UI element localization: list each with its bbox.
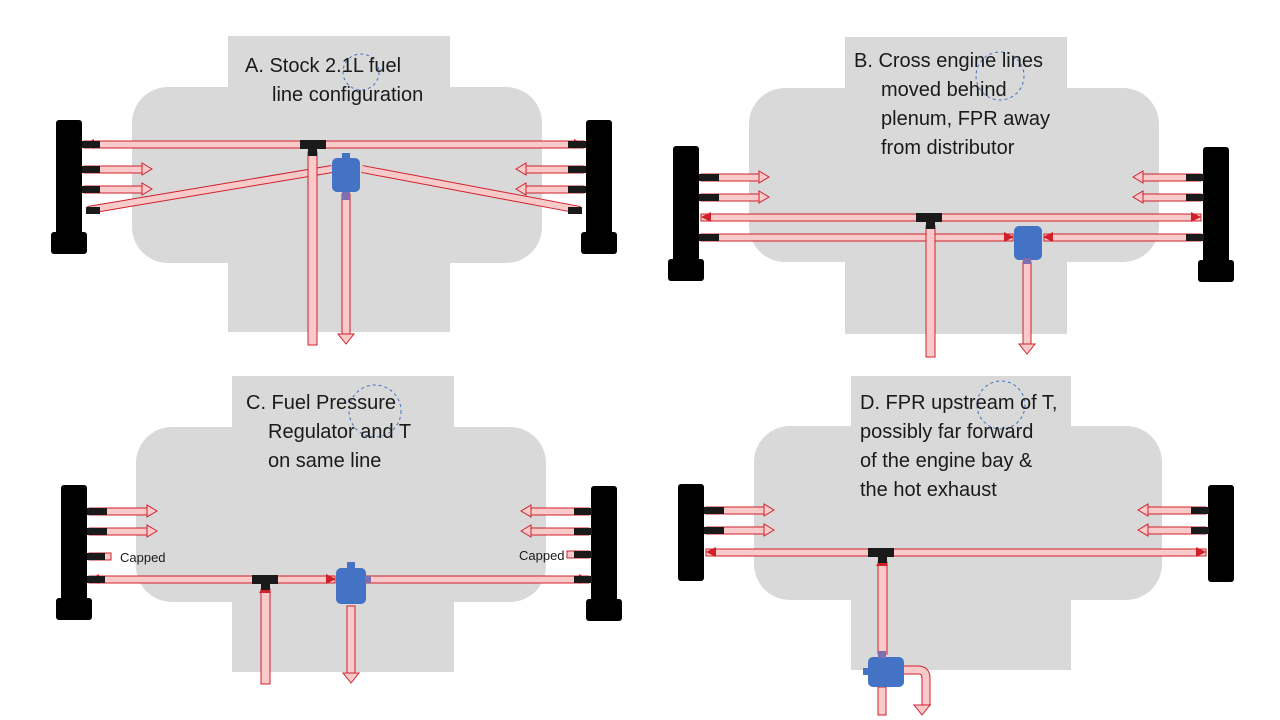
panel-c: C. Fuel Pressure Regulator and T on same… [56,376,622,685]
fuel-line [83,162,153,196]
fuel-line [705,547,1207,557]
fuel-line [83,140,585,149]
highlight-circle [975,51,1025,101]
fuel-line [307,151,318,346]
fpr-regulator [1014,226,1042,264]
title-line: line configuration [272,84,423,106]
title-line: moved behind [881,79,1007,101]
title-line: from distributor [881,137,1015,159]
fpr-regulator [863,651,904,687]
panel-a: A. Stock 2.1L fuel line configuration [51,36,617,346]
title-line: D. FPR upstream of T, [860,392,1057,414]
fuel-line [877,686,887,716]
fuel-line [87,165,581,214]
fuel-line [88,504,590,538]
panel-d: D. FPR upstream of T, possibly far forwa… [678,376,1234,716]
fuel-rail-left [678,484,704,581]
fitting [704,507,1209,534]
panel-title: D. FPR upstream of T, possibly far forwa… [860,392,1063,501]
panel-title: B. Cross engine lines moved behind plenu… [854,50,1056,159]
title-line: on same line [268,450,381,472]
capped-label: Capped [519,548,565,563]
highlight-circle [342,53,380,91]
fuel-rail-right [586,486,622,621]
fuel-rail-right [1198,147,1234,282]
fuel-line [341,605,361,684]
fuel-line [259,583,271,685]
tee-fitting [300,140,326,156]
fuel-line [925,225,936,358]
fuel-rail-left [51,120,87,254]
title-line: Regulator and T [268,421,411,443]
fuel-line [700,232,1202,242]
panel-title: C. Fuel Pressure Regulator and T on same… [246,392,416,472]
highlight-circle [348,384,402,438]
title-line: possibly far forward [860,421,1033,443]
title-line: A. Stock 2.1L fuel [245,55,401,77]
tee-fitting [916,213,942,229]
fitting [87,508,592,583]
title-line: B. Cross engine lines [854,50,1043,72]
fuel-line [700,212,1202,222]
title-line: plenum, FPR away [881,108,1050,130]
panel-title: A. Stock 2.1L fuel line configuration [245,55,423,106]
panel-b: B. Cross engine lines moved behind plenu… [668,37,1234,358]
capped-label: Capped [120,550,166,565]
title-line: the hot exhaust [860,479,997,501]
tee-fitting [868,548,894,563]
fuel-rail-left [56,485,92,620]
highlight-circle [976,380,1026,430]
title-line: of the engine bay & [860,450,1033,472]
fuel-line [876,556,888,655]
fuel-line [904,665,932,716]
fitting [82,141,586,214]
fpr-regulator [336,562,371,604]
fitting [699,174,1204,241]
tee-fitting [252,575,278,590]
title-line: C. Fuel Pressure [246,392,396,414]
fuel-rail-right [1208,485,1234,582]
fuel-line [700,170,1202,204]
fpr-regulator [332,153,360,200]
fuel-rail-left [668,146,704,281]
fuel-rail-right [581,120,617,254]
